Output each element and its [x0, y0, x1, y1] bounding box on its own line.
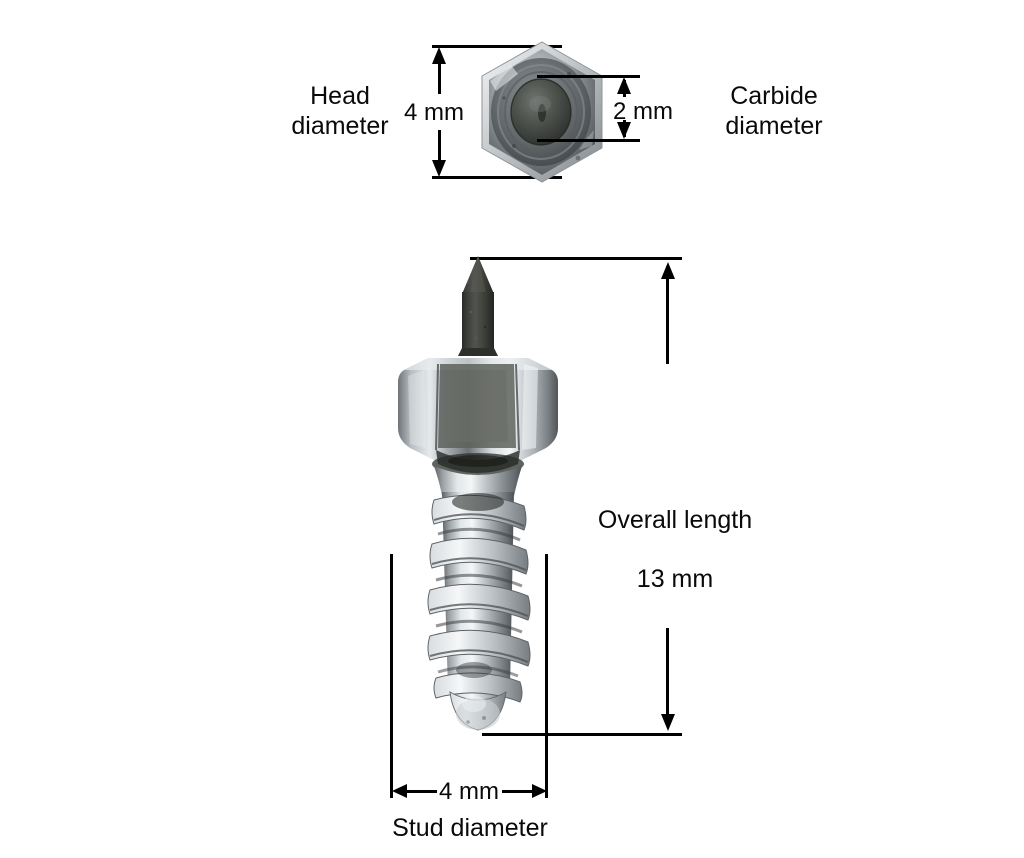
carbide-diameter-top-extension-line: [537, 75, 640, 78]
overall-length-bottom-extension-line: [482, 733, 682, 736]
stud-diameter-dimension-line-left: [397, 790, 437, 793]
carbide-diameter-arrow-down: [617, 122, 631, 139]
stud-diameter-arrow-right: [532, 784, 547, 798]
head-diameter-top-extension-line: [432, 45, 562, 48]
head-diameter-dimension-line-lower: [438, 130, 441, 172]
overall-length-value: 13 mm: [636, 564, 714, 593]
stud-diameter-value: 4 mm: [439, 778, 499, 805]
overall-length-label-line1: Overall length: [597, 505, 753, 534]
overall-length-dimension-line-upper: [666, 266, 669, 364]
carbide-diameter-bottom-extension-line: [537, 139, 640, 142]
carbide-diameter-label: Carbide diameter: [725, 82, 823, 140]
stud-diameter-label: Stud diameter: [392, 814, 548, 842]
carbide-diameter-value: 2 mm: [613, 98, 673, 125]
overall-length-top-extension-line: [470, 257, 682, 260]
stud-diameter-right-extension-line: [545, 554, 548, 798]
overall-length-arrow-down: [661, 714, 675, 731]
head-diameter-bottom-extension-line: [432, 176, 562, 179]
head-diameter-value: 4 mm: [404, 99, 464, 126]
stud-diameter-left-extension-line: [390, 554, 393, 798]
head-diameter-label: Head diameter: [291, 82, 389, 140]
overall-length-label: Overall length 13 mm: [560, 476, 790, 624]
head-diameter-arrow-down: [432, 160, 446, 177]
head-diameter-arrow-up: [432, 47, 446, 64]
stud-diameter-dimension-line-right: [502, 790, 542, 793]
head-diameter-dimension-line-upper: [438, 52, 441, 94]
top-view-of-stud-head: [466, 38, 618, 186]
stud-diameter-arrow-left: [392, 784, 407, 798]
side-view-of-stud: [378, 252, 578, 748]
carbide-diameter-arrow-up: [617, 77, 631, 94]
overall-length-dimension-line-lower: [666, 628, 669, 720]
